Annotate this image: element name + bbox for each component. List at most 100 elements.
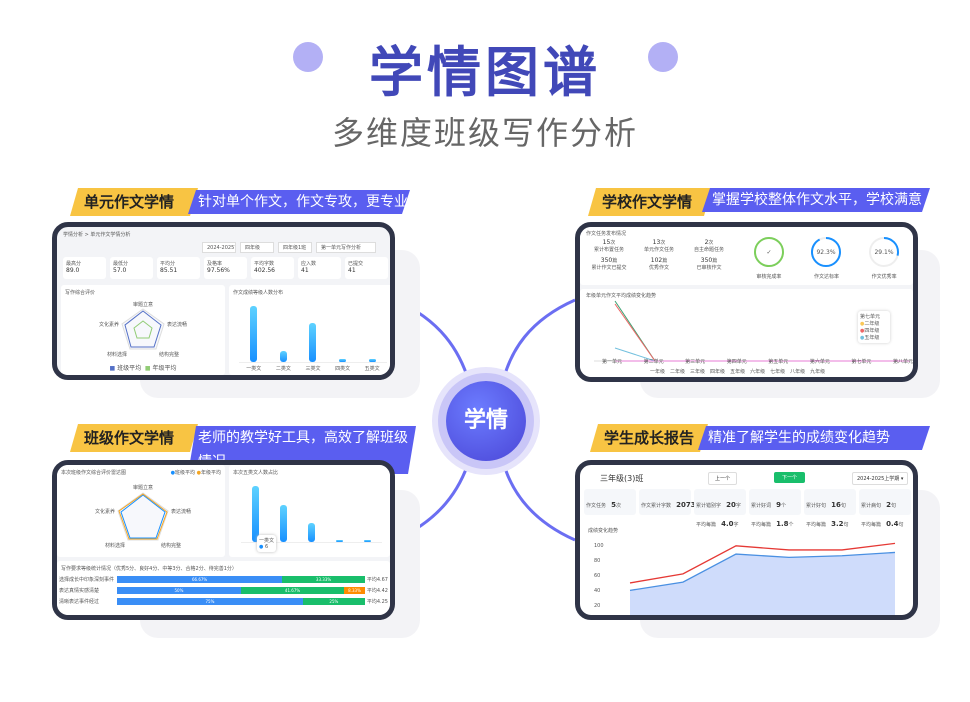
tooltip-row: ●二年级 bbox=[860, 321, 880, 327]
legend-item: 八年级 bbox=[790, 369, 806, 375]
stat-card: 累计好词 9个平均每篇 1.8个 bbox=[749, 489, 801, 528]
bar bbox=[279, 350, 287, 362]
hbar-seg: 50% bbox=[117, 587, 241, 594]
stat: 13次单元作文任务 bbox=[643, 239, 674, 253]
x-tick: 一类文 bbox=[246, 366, 262, 372]
radar-axis-label: 表达流畅 bbox=[171, 508, 191, 515]
radar-axis-label: 结构完整 bbox=[161, 542, 181, 549]
tag-school: 学校作文学情 bbox=[588, 188, 712, 216]
radar-chart: 审题立意 表达流畅 结构完整 材料选择 文化素养 bbox=[95, 484, 191, 549]
bar-card: 作文成绩等级人数分布 一类文二类文三类文四类文五类文 bbox=[229, 285, 390, 375]
y-tick: 100 bbox=[594, 543, 604, 549]
bar bbox=[336, 540, 344, 542]
stat-label: 已提交 bbox=[348, 261, 364, 267]
stat-value: 41 bbox=[301, 267, 309, 274]
tooltip-value: ● 6 bbox=[259, 544, 269, 550]
x-tick: 第六单元 bbox=[809, 359, 830, 365]
hbar-avg: 平均4.25 bbox=[366, 599, 388, 605]
tooltip: 一类文● 6 bbox=[257, 535, 277, 552]
stat-label: 应入数 bbox=[301, 261, 317, 267]
filter-select[interactable]: 第一单元写作分析 bbox=[316, 242, 376, 253]
radar-title: 本次班级作文综合评价雷达图 bbox=[61, 470, 127, 476]
radar-axis-label: 材料选择 bbox=[105, 542, 125, 549]
svg-text:92.3%: 92.3% bbox=[817, 249, 836, 256]
legend-item: 九年级 bbox=[810, 369, 826, 375]
line-title: 年级单元作文平均成绩变化趋势 bbox=[586, 293, 657, 299]
legend-item: 一年级 bbox=[650, 369, 666, 375]
stat-label: 及格率 bbox=[207, 261, 223, 267]
hbar-track: 75%25% bbox=[117, 598, 365, 605]
stat: 15次累计布置任务 bbox=[593, 239, 624, 253]
x-tick: 五类文 bbox=[364, 366, 380, 372]
hbar-avg: 平均4.67 bbox=[366, 577, 388, 583]
trend-chart bbox=[629, 542, 896, 615]
ring-stat: ✓审核完成率 bbox=[752, 235, 786, 280]
hbar-seg: 41.67% bbox=[240, 587, 345, 594]
stat: 102篇优秀作文 bbox=[648, 257, 669, 271]
x-tick: 第一单元 bbox=[602, 359, 623, 365]
radar-axis-label: 审题立意 bbox=[133, 301, 153, 308]
legend-item: 七年级 bbox=[770, 369, 786, 375]
hbar-label: 清晰表达事件经过 bbox=[59, 599, 100, 605]
bar bbox=[307, 523, 315, 542]
bar bbox=[339, 359, 347, 362]
line-card: 年级单元作文平均成绩变化趋势 第七单元 ●二年级 ●四年级 ●五年级 第一单元第… bbox=[580, 289, 913, 377]
term-select[interactable]: 2024-2025上学期 ▾ bbox=[852, 472, 909, 485]
progress-ring: ✓ bbox=[753, 237, 784, 267]
stat-card: 累计病句 2句平均每篇 0.4句 bbox=[859, 489, 911, 528]
radar-chart: 审题立意 表达流畅 结构完整 材料选择 文化素养 bbox=[99, 301, 187, 358]
stat: 350篇累计作文已提交 bbox=[591, 257, 627, 271]
progress-ring: 92.3% bbox=[811, 237, 842, 267]
x-tick: 第七单元 bbox=[851, 359, 872, 365]
y-tick: 80 bbox=[594, 558, 601, 564]
unit-panel: 学情分析 > 单元作文学情分析 2024-2025下学期四年级四年级1班第一单元… bbox=[52, 222, 395, 380]
stat-card: 累计好句 16句平均每篇 3.2句 bbox=[804, 489, 856, 528]
tooltip-title: 一类文 bbox=[259, 538, 275, 544]
prev-button[interactable]: 上一个 bbox=[708, 472, 738, 485]
bar bbox=[250, 306, 258, 362]
x-tick: 第五单元 bbox=[768, 359, 789, 365]
y-tick: 60 bbox=[594, 573, 601, 579]
hbar-seg: 75% bbox=[117, 598, 303, 605]
radar-card: 写作综合评价 审题立意 表达流畅 结构完整 材料选择 文化素养 ■ 班级平均 ■… bbox=[61, 285, 225, 375]
hbar-track: 50%41.67%8.33% bbox=[117, 587, 365, 594]
radar-axis-label: 审题立意 bbox=[133, 484, 153, 491]
class-panel: 本次班级作文综合评价雷达图 ●班级平均 ●年级平均 审题立意 表达流畅 结构完整… bbox=[52, 460, 395, 620]
filter-select[interactable]: 四年级 bbox=[240, 242, 274, 253]
stat-label: 平均分 bbox=[160, 261, 176, 267]
stat-value: 97.56% bbox=[207, 267, 230, 274]
x-tick: 二类文 bbox=[275, 366, 291, 372]
bar bbox=[364, 540, 372, 542]
filter-select[interactable]: 2024-2025下学期 bbox=[202, 242, 236, 253]
breadcrumb: 学情分析 > 单元作文学情分析 bbox=[63, 232, 131, 238]
stat-label: 最低分 bbox=[113, 261, 129, 267]
class-name: 三年级(3)班 bbox=[600, 474, 644, 483]
x-tick: 三类文 bbox=[305, 366, 321, 372]
bar-card: 本次五类文人数占比 一类文● 6 bbox=[229, 465, 390, 557]
legend-item: 六年级 bbox=[750, 369, 766, 375]
decor-dot bbox=[648, 42, 678, 72]
stat-value: 41 bbox=[348, 267, 356, 274]
x-tick: 第二单元 bbox=[643, 359, 664, 365]
hbar-label: 选择成长中印象深刻事件 bbox=[59, 577, 115, 583]
stat-value: 89.0 bbox=[66, 267, 80, 274]
legend-item: 二年级 bbox=[670, 369, 686, 375]
radar-axis-label: 表达流畅 bbox=[167, 321, 187, 328]
filter-select[interactable]: 四年级1班 bbox=[278, 242, 312, 253]
next-button[interactable]: 下一个 bbox=[774, 472, 806, 483]
radar-axis-label: 结构完整 bbox=[159, 351, 179, 358]
page-subtitle: 多维度班级写作分析 bbox=[331, 114, 638, 152]
x-tick: 四类文 bbox=[335, 366, 351, 372]
line-top bbox=[629, 542, 896, 584]
progress-ring: 29.1% bbox=[869, 237, 900, 267]
hbar-seg: 33.33% bbox=[282, 576, 365, 583]
tooltip-row: ●五年级 bbox=[860, 335, 880, 341]
